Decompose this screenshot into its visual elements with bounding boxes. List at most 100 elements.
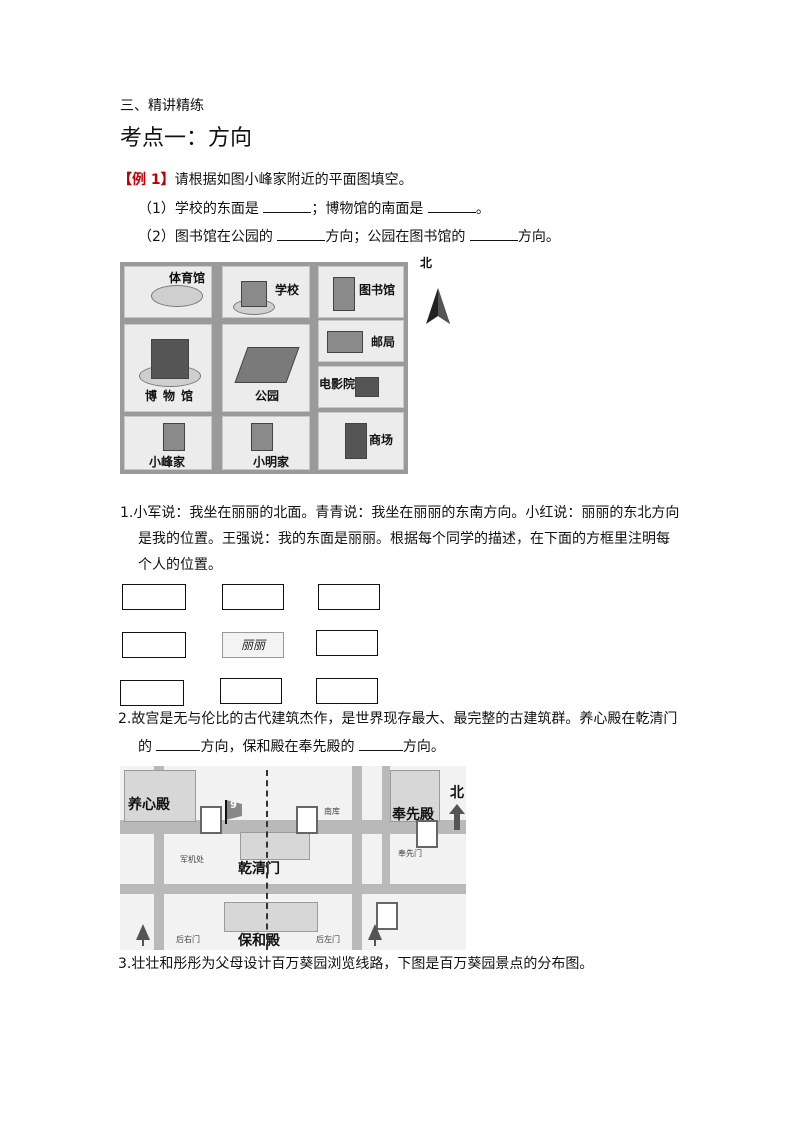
park-area — [234, 347, 300, 383]
road-vertical-right — [352, 766, 362, 950]
xiaofeng-home-building — [163, 423, 185, 451]
p2-text-c: 方向。 — [402, 739, 445, 755]
school-building — [241, 281, 267, 307]
answer-box-nw[interactable] — [122, 584, 186, 610]
problem-1-line-1: 1.小军说：我坐在丽丽的北面。青青说：我坐在丽丽的东南方向。小红说：丽丽的东北方… — [120, 505, 680, 521]
library-label: 图书馆 — [359, 283, 396, 297]
restroom-icon — [296, 806, 318, 834]
section-heading: 三、精讲精练 — [120, 98, 204, 114]
fengxian-hall-building — [390, 770, 440, 822]
example-prompt: 【例 1】请根据如图小峰家附近的平面图填空。 — [118, 170, 413, 190]
mall-building — [345, 423, 367, 459]
map-cell-gym: 体育馆 — [124, 266, 212, 318]
museum-label: 博物馆 — [145, 389, 200, 403]
library-building — [333, 277, 355, 311]
houyoumen-label: 后右门 — [176, 935, 200, 944]
tree-icon — [368, 924, 382, 946]
q1-text-b: ；博物馆的南面是 — [311, 201, 424, 217]
gym-building — [151, 285, 203, 307]
fengxianmen-label: 奉先门 — [398, 849, 422, 858]
answer-blank[interactable] — [156, 736, 201, 751]
problem-1-line-2: 是我的位置。王强说：我的东面是丽丽。根据每个同学的描述，在下面的方框里注明每 — [138, 531, 670, 547]
qianqing-label: 乾清门 — [238, 861, 280, 877]
q1-text-c: 。 — [475, 201, 490, 217]
map-cell-xiaoming: 小明家 — [222, 416, 310, 470]
marker-number: 9 — [230, 800, 237, 811]
houzuomen-label: 后左门 — [316, 935, 340, 944]
q1-text-a: （1）学校的东面是 — [138, 201, 259, 217]
problem-2-line-2: 的 方向，保和殿在奉先殿的 方向。 — [138, 736, 445, 757]
central-axis-line — [266, 770, 268, 950]
map-cell-xiaofeng: 小峰家 — [124, 416, 212, 470]
palace-map: 养心殿 奉先殿 奉先门 乾清门 军机处 南库 保和殿 后右门 后左门 9 — [120, 766, 466, 950]
problem-1-line-3: 个人的位置。 — [138, 557, 222, 573]
junjichu-label: 军机处 — [180, 855, 204, 864]
restroom-icon — [200, 806, 222, 834]
restroom-icon — [416, 820, 438, 848]
example-question-2: （2）图书馆在公园的 方向；公园在图书馆的 方向。 — [138, 226, 560, 247]
yangxin-hall-building — [124, 770, 196, 822]
gym-label: 体育馆 — [169, 271, 206, 285]
p2-text-a: 的 — [138, 739, 152, 755]
q2-text-c: 方向。 — [517, 229, 560, 245]
map-cell-cinema: 电影院 — [318, 366, 404, 408]
road-vertical-far-right — [382, 766, 390, 886]
tree-icon — [136, 924, 150, 946]
yangxin-label: 养心殿 — [128, 797, 170, 813]
problem-3-text: 3.壮壮和彤彤为父母设计百万葵园浏览线路，下图是百万葵园景点的分布图。 — [118, 956, 594, 972]
answer-box-n[interactable] — [222, 584, 284, 610]
q2-text-b: 方向；公园在图书馆的 — [325, 229, 466, 245]
answer-blank[interactable] — [263, 198, 312, 213]
example-prompt-text: 请根据如图小峰家附近的平面图填空。 — [174, 172, 413, 188]
answer-box-s[interactable] — [220, 678, 282, 704]
map-cell-park: 公园 — [222, 324, 310, 412]
cinema-building — [355, 377, 379, 397]
answer-blank[interactable] — [277, 226, 326, 241]
q2-text-a: （2）图书馆在公园的 — [138, 229, 273, 245]
topic-title: 考点一：方向 — [120, 126, 253, 151]
north-arrow-icon — [426, 288, 450, 324]
xiaoming-label: 小明家 — [253, 455, 290, 469]
neighborhood-map: 体育馆 学校 图书馆 博物馆 公园 邮局 电影院 小峰家 小明家 商场 — [120, 262, 408, 474]
answer-box-se[interactable] — [316, 678, 378, 704]
answer-box-sw[interactable] — [120, 680, 184, 706]
answer-blank[interactable] — [469, 226, 518, 241]
xiaofeng-label: 小峰家 — [149, 455, 186, 469]
road-vertical-left — [154, 766, 164, 950]
museum-building — [151, 339, 189, 379]
answer-blank[interactable] — [427, 198, 476, 213]
qianqing-gate-building — [240, 832, 310, 860]
xiaoming-home-building — [251, 423, 273, 451]
mall-label: 商场 — [369, 433, 394, 447]
road-horizontal-middle — [120, 884, 466, 894]
map-cell-library: 图书馆 — [318, 266, 404, 318]
post-label: 邮局 — [371, 335, 396, 349]
location-marker-icon — [225, 800, 242, 824]
restroom-icon — [376, 902, 398, 930]
baohe-hall-building — [224, 902, 318, 932]
answer-box-w[interactable] — [122, 632, 186, 658]
map-cell-museum: 博物馆 — [124, 324, 212, 412]
north-arrow-icon — [449, 804, 465, 830]
nanku-label: 南库 — [324, 807, 340, 816]
example-question-1: （1）学校的东面是 ；博物馆的南面是 。 — [138, 198, 490, 219]
baohe-label: 保和殿 — [238, 933, 280, 949]
north-label: 北 — [420, 256, 433, 270]
example-tag: 【例 1】 — [118, 172, 175, 188]
map-cell-school: 学校 — [222, 266, 310, 318]
school-label: 学校 — [275, 283, 300, 297]
problem-2-line-1: 2.故宫是无与伦比的古代建筑杰作，是世界现存最大、最完整的古建筑群。养心殿在乾清… — [118, 711, 678, 727]
park-label: 公园 — [255, 389, 280, 403]
answer-box-e[interactable] — [316, 630, 378, 656]
post-office-building — [327, 331, 363, 353]
problem-1-text: 1.小军说：我坐在丽丽的北面。青青说：我坐在丽丽的东南方向。小红说：丽丽的东北方… — [120, 500, 679, 578]
fengxian-label: 奉先殿 — [392, 807, 434, 823]
center-box-lili: 丽丽 — [222, 632, 284, 658]
cinema-label: 电影院 — [319, 377, 356, 391]
p2-text-b: 方向，保和殿在奉先殿的 — [200, 739, 355, 755]
answer-blank[interactable] — [358, 736, 403, 751]
map-cell-mall: 商场 — [318, 412, 404, 470]
map-cell-post: 邮局 — [318, 320, 404, 362]
answer-box-ne[interactable] — [318, 584, 380, 610]
north-label-2: 北 — [450, 785, 464, 801]
